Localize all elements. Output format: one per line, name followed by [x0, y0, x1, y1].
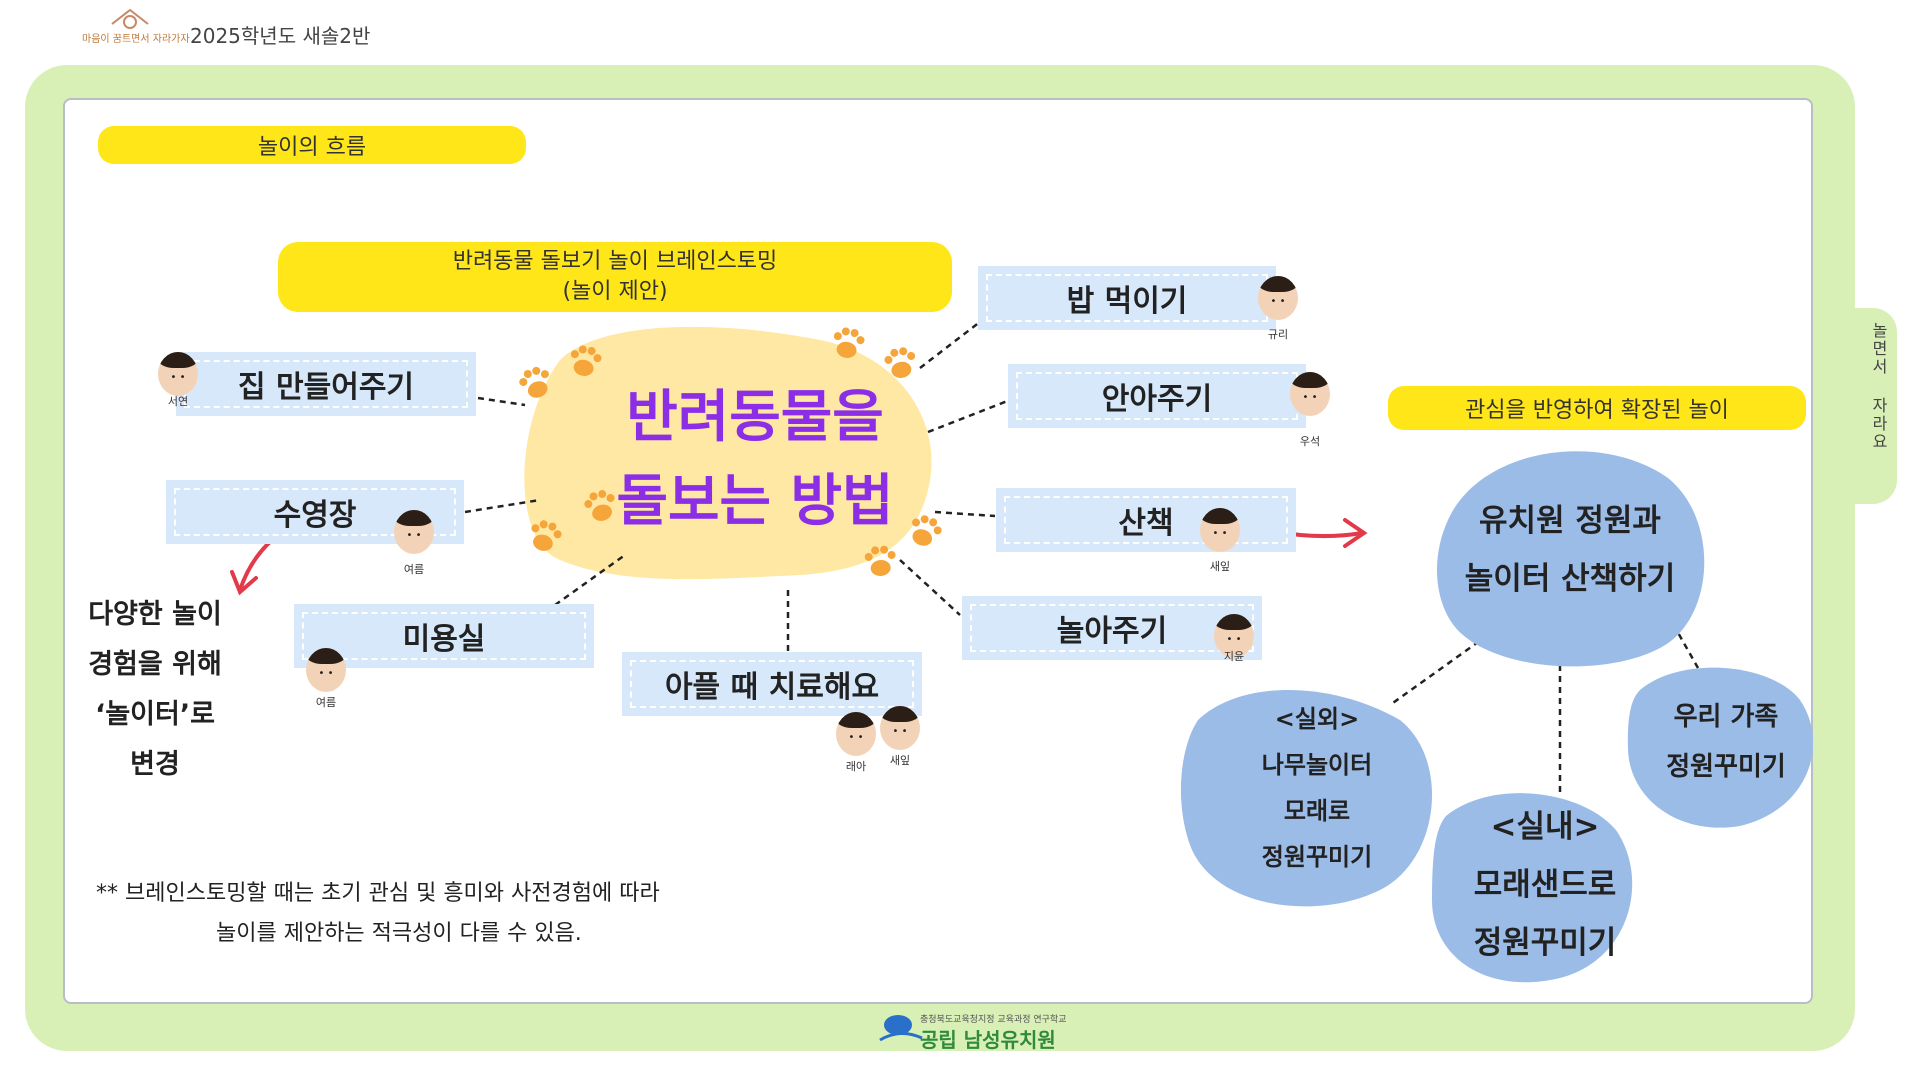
side-tab-label: 놀면서 자라요 [1869, 322, 1888, 451]
circle-main-line2: 놀이터 산책하기 [1464, 561, 1676, 597]
face-name-walk: 새잎 [1209, 560, 1231, 573]
section-label: 놀이의 흐름 [98, 126, 526, 164]
paw-icon [584, 490, 615, 521]
node-house-label: 집 만들어주기 [237, 370, 415, 405]
circle-outdoor-line4: 정원꾸미기 [1261, 843, 1373, 871]
face-photo-feed [1258, 276, 1298, 320]
class-logo-text: 마음이 꿈트면서 자라가자 [82, 34, 190, 45]
pool-note-line2: 경험을 위해 [88, 649, 222, 680]
node-pool-label: 수영장 [273, 498, 357, 533]
node-play-label: 놀아주기 [1056, 614, 1168, 649]
face-photo-treat2 [880, 706, 920, 750]
brainstorm-line1: 반려동물 돌보기 놀이 브레인스토밍 [452, 249, 778, 274]
paw-icon [570, 345, 602, 376]
face-name-pool: 여름 [403, 563, 425, 576]
pool-note-line3: ‘놀이터’로 [95, 699, 215, 730]
node-walk-label: 산책 [1118, 506, 1174, 541]
center-title-line1: 반려동물을 [626, 385, 884, 450]
brainstorm-banner: 반려동물 돌보기 놀이 브레인스토밍 (놀이 제안) [278, 242, 952, 312]
circle-main-text: 유치원 정원과 놀이터 산책하기 [1440, 492, 1700, 608]
footnote-line1: ** 브레인스토밍할 때는 초기 관심 및 흥미와 사전경험에 따라 [96, 881, 660, 906]
face-name-play: 지윤 [1223, 650, 1245, 663]
pool-change-note: 다양한 놀이 경험을 위해 ‘놀이터’로 변경 [70, 590, 240, 790]
footer-school-name: 공립 남성유치원 [920, 1028, 1056, 1052]
circle-indoor-line2: 모래샌드로 [1473, 867, 1617, 903]
circle-indoor-line1: <실내> [1490, 809, 1600, 845]
node-house[interactable]: 집 만들어주기 [176, 352, 476, 416]
circle-outdoor-line2: 나무놀이터 [1261, 751, 1373, 779]
paw-icon [519, 366, 549, 398]
center-title-line2: 돌보는 방법 [616, 469, 894, 534]
face-photo-hug [1290, 372, 1330, 416]
paw-icon [833, 327, 865, 358]
circle-family-line2: 정원꾸미기 [1666, 752, 1786, 782]
face-name-hug: 우석 [1299, 435, 1321, 448]
paw-icons [519, 327, 942, 576]
paw-icon [864, 545, 896, 576]
circle-outdoor-line1: <실외> [1274, 705, 1360, 733]
face-photo-treat1 [836, 712, 876, 756]
circle-main [1437, 451, 1705, 667]
circle-family-line1: 우리 가족 [1673, 702, 1779, 732]
footnote: ** 브레인스토밍할 때는 초기 관심 및 흥미와 사전경험에 따라 놀이를 제… [96, 874, 816, 954]
face-name-feed: 규리 [1267, 328, 1289, 341]
circles [1180, 451, 1814, 983]
face-name-salon: 여름 [315, 696, 337, 709]
brainstorm-line2: (놀이 제안) [562, 279, 668, 304]
circle-indoor-line3: 정원꾸미기 [1473, 925, 1617, 961]
face-photo-salon [306, 648, 346, 692]
face-photo-play [1214, 614, 1254, 658]
node-hug[interactable]: 안아주기 [1008, 364, 1306, 428]
paw-icon [884, 347, 916, 378]
pool-note-line4: 변경 [130, 749, 180, 780]
node-hug-label: 안아주기 [1101, 382, 1213, 417]
connectors [464, 317, 1700, 795]
circle-family [1627, 667, 1814, 828]
header-title: 2025학년도 새솔2반 [190, 24, 371, 48]
face-photo-walk [1200, 508, 1240, 552]
circle-outdoor-text: <실외> 나무놀이터 모래로 정원꾸미기 [1212, 696, 1422, 880]
paw-icon [531, 520, 562, 551]
pool-note-line1: 다양한 놀이 [88, 599, 222, 630]
circle-indoor-text: <실내> 모래샌드로 정원꾸미기 [1430, 798, 1660, 972]
extension-label: 관심을 반영하여 확장된 놀이 [1388, 386, 1806, 430]
face-name-treat2: 새잎 [889, 754, 911, 767]
face-photo-pool [394, 510, 434, 554]
center-title: 반려동물을 돌보는 방법 [590, 376, 920, 544]
footer-school-caption: 충청북도교육청지정 교육과정 연구학교 [920, 1015, 1067, 1025]
paw-icon [912, 515, 942, 546]
circle-main-line1: 유치원 정원과 [1479, 503, 1661, 539]
node-treat-label: 아플 때 치료해요 [664, 670, 880, 705]
face-name-treat1: 래아 [845, 760, 867, 773]
node-feed[interactable]: 밥 먹이기 [978, 266, 1276, 330]
circle-outdoor-line3: 모래로 [1283, 797, 1351, 825]
circle-family-text: 우리 가족 정원꾸미기 [1636, 692, 1816, 792]
node-walk[interactable]: 산책 [996, 488, 1296, 552]
side-tab[interactable] [1845, 308, 1897, 504]
face-name-house: 서연 [167, 395, 189, 408]
face-photo-house [158, 352, 198, 396]
class-logo: 마음이 꿈트면서 자라가자 [82, 6, 190, 45]
footnote-line2: 놀이를 제안하는 적극성이 다를 수 있음. [216, 921, 582, 946]
node-feed-label: 밥 먹이기 [1066, 284, 1188, 319]
red-arrow-icon [238, 538, 274, 592]
node-play[interactable]: 놀아주기 [962, 596, 1262, 660]
node-salon-label: 미용실 [402, 622, 486, 657]
node-treat[interactable]: 아플 때 치료해요 [622, 652, 922, 716]
circle-indoor [1432, 793, 1633, 983]
center-blob [524, 326, 932, 580]
circle-outdoor [1180, 690, 1433, 907]
school-logo [879, 1015, 923, 1042]
